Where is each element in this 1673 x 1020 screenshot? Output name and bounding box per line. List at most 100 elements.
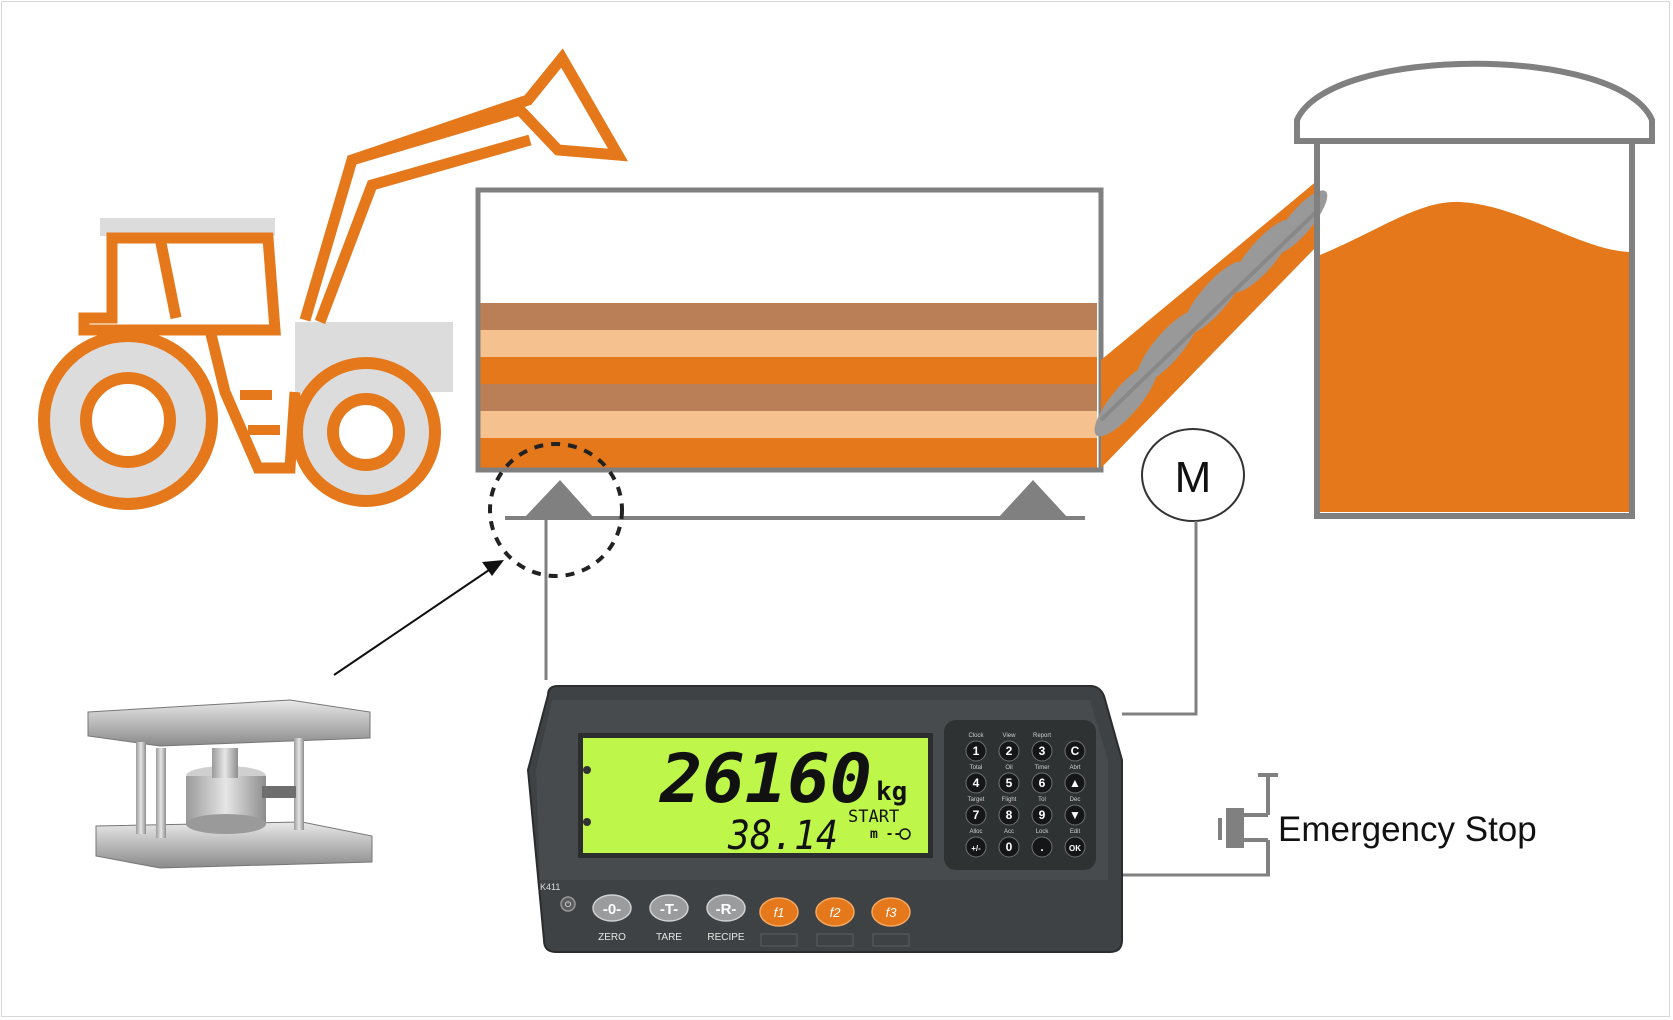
front-key-label: TARE — [656, 932, 682, 943]
function-key-face[interactable] — [815, 897, 855, 927]
function-key-legend-slot — [816, 933, 854, 947]
keypad-key-face[interactable] — [998, 836, 1020, 858]
keypad-key-face[interactable] — [998, 740, 1020, 762]
keypad-caption: Clock — [968, 733, 984, 739]
function-key-legend-slot — [760, 933, 798, 947]
function-key-2[interactable]: f2 — [815, 897, 855, 947]
zero-button[interactable]: -0-ZERO — [592, 894, 632, 943]
keypad-key-5[interactable]: 5 — [998, 772, 1020, 794]
storage-silo — [1294, 60, 1655, 519]
keypad-key-face[interactable] — [965, 804, 987, 826]
motor-circle — [1141, 428, 1245, 522]
keypad-key-10[interactable]: 9 — [1031, 804, 1053, 826]
hopper-layer-4 — [480, 384, 1097, 411]
weighing-indicator-k411: 26160 kg 38.14 START m -- Clock1View2Rep… — [526, 685, 1123, 953]
keypad-key-12[interactable]: +/- — [965, 836, 987, 858]
keypad-key-14[interactable]: . — [1031, 836, 1053, 858]
keypad-key-15[interactable]: OK — [1064, 836, 1086, 858]
function-key-1[interactable]: f1 — [759, 897, 799, 947]
keypad-key-face[interactable] — [1064, 804, 1086, 826]
front-key-face[interactable] — [649, 894, 689, 922]
keypad-key-9[interactable]: 8 — [998, 804, 1020, 826]
pointer-arrow — [333, 560, 504, 676]
function-key-face[interactable] — [759, 897, 799, 927]
keypad-key-7[interactable]: ▲ — [1064, 772, 1086, 794]
power-button[interactable] — [560, 896, 576, 912]
lcd-display — [583, 738, 928, 853]
keypad-key-label: 8 — [1006, 808, 1013, 822]
motor-label: M — [1175, 453, 1212, 502]
keypad-key-face[interactable] — [1064, 772, 1086, 794]
keypad-key-13[interactable]: 0 — [998, 836, 1020, 858]
front-key-face[interactable] — [592, 894, 632, 922]
keypad-key-face[interactable] — [1031, 740, 1053, 762]
load-cell-focus-circle — [488, 442, 624, 578]
hopper-outline — [475, 187, 1104, 473]
front-key-symbol: -T- — [660, 901, 678, 918]
keypad-key-face[interactable] — [1031, 836, 1053, 858]
keypad-key-1[interactable]: 2 — [998, 740, 1020, 762]
tractor-rear-hub — [80, 372, 176, 468]
tractor-chassis — [204, 328, 301, 474]
keypad-key-face[interactable] — [1031, 804, 1053, 826]
keypad-key-label: +/- — [971, 844, 981, 853]
keypad-key-label: 7 — [973, 808, 980, 822]
keypad-key-label: 2 — [1006, 744, 1013, 758]
motor-cable — [1122, 521, 1198, 716]
function-key-3[interactable]: f3 — [871, 897, 911, 947]
keypad-key-4[interactable]: 4 — [965, 772, 987, 794]
emergency-stop-label: Emergency Stop — [1278, 810, 1537, 849]
keypad-key-face[interactable] — [1064, 836, 1086, 858]
keypad-key-label: . — [1040, 840, 1043, 854]
indicator-model-label: K411 — [540, 882, 560, 892]
function-key-face[interactable] — [871, 897, 911, 927]
function-key-label: f3 — [886, 905, 898, 920]
keypad-key-6[interactable]: 6 — [1031, 772, 1053, 794]
keypad-key-face[interactable] — [998, 804, 1020, 826]
keypad-key-face[interactable] — [965, 740, 987, 762]
keypad-caption: Oil — [1005, 765, 1012, 771]
keypad-key-2[interactable]: 3 — [1031, 740, 1053, 762]
keypad-key-label: C — [1071, 744, 1080, 758]
front-key-symbol: -0- — [603, 901, 621, 918]
recipe-button[interactable]: -R-RECIPE — [706, 894, 746, 943]
keypad-key-label: 4 — [973, 776, 980, 790]
front-key-label: RECIPE — [707, 932, 745, 943]
lcd-weight-unit: kg — [876, 777, 907, 807]
hopper-layer-5 — [480, 411, 1097, 438]
hopper-layer-3 — [480, 357, 1097, 384]
keypad-key-0[interactable]: 1 — [965, 740, 987, 762]
motor: M — [1141, 428, 1245, 522]
tractor-cab-pillar — [154, 236, 182, 320]
power-icon: ⏻ — [565, 900, 572, 909]
keypad-key-8[interactable]: 7 — [965, 804, 987, 826]
emergency-stop-switch-icon — [1218, 773, 1278, 875]
wiring — [544, 518, 1270, 877]
tare-button[interactable]: -T- TARE — [649, 894, 689, 943]
keypad-key-label: 6 — [1039, 776, 1046, 790]
keypad-caption: Dec — [1070, 797, 1081, 803]
keypad-key-face[interactable] — [965, 836, 987, 858]
keypad-caption: Acc — [1004, 829, 1014, 835]
hopper-layer-6 — [480, 438, 1097, 468]
keypad-key-face[interactable] — [998, 772, 1020, 794]
keypad-key-label: 0 — [1006, 840, 1013, 854]
weigh-hopper — [475, 187, 1104, 578]
lcd-timer-icon — [899, 828, 911, 840]
keypad-caption: Flight — [1002, 797, 1017, 803]
keypad-key-face[interactable] — [1064, 740, 1086, 762]
keypad-key-label: ▲ — [1069, 776, 1081, 790]
keypad-key-11[interactable]: ▼ — [1064, 804, 1086, 826]
keypad-key-face[interactable] — [965, 772, 987, 794]
keypad-caption: Timer — [1034, 765, 1049, 771]
tractor-front-hub — [327, 393, 405, 471]
keypad-key-3[interactable]: C — [1064, 740, 1086, 762]
front-key-face[interactable] — [706, 894, 746, 922]
loader-arm-lower — [314, 134, 532, 324]
hopper-layer-1 — [480, 303, 1097, 330]
keypad-key-face[interactable] — [1031, 772, 1053, 794]
lcd-weight-value: 26160 — [659, 740, 872, 819]
keypad-caption: View — [1003, 733, 1017, 739]
